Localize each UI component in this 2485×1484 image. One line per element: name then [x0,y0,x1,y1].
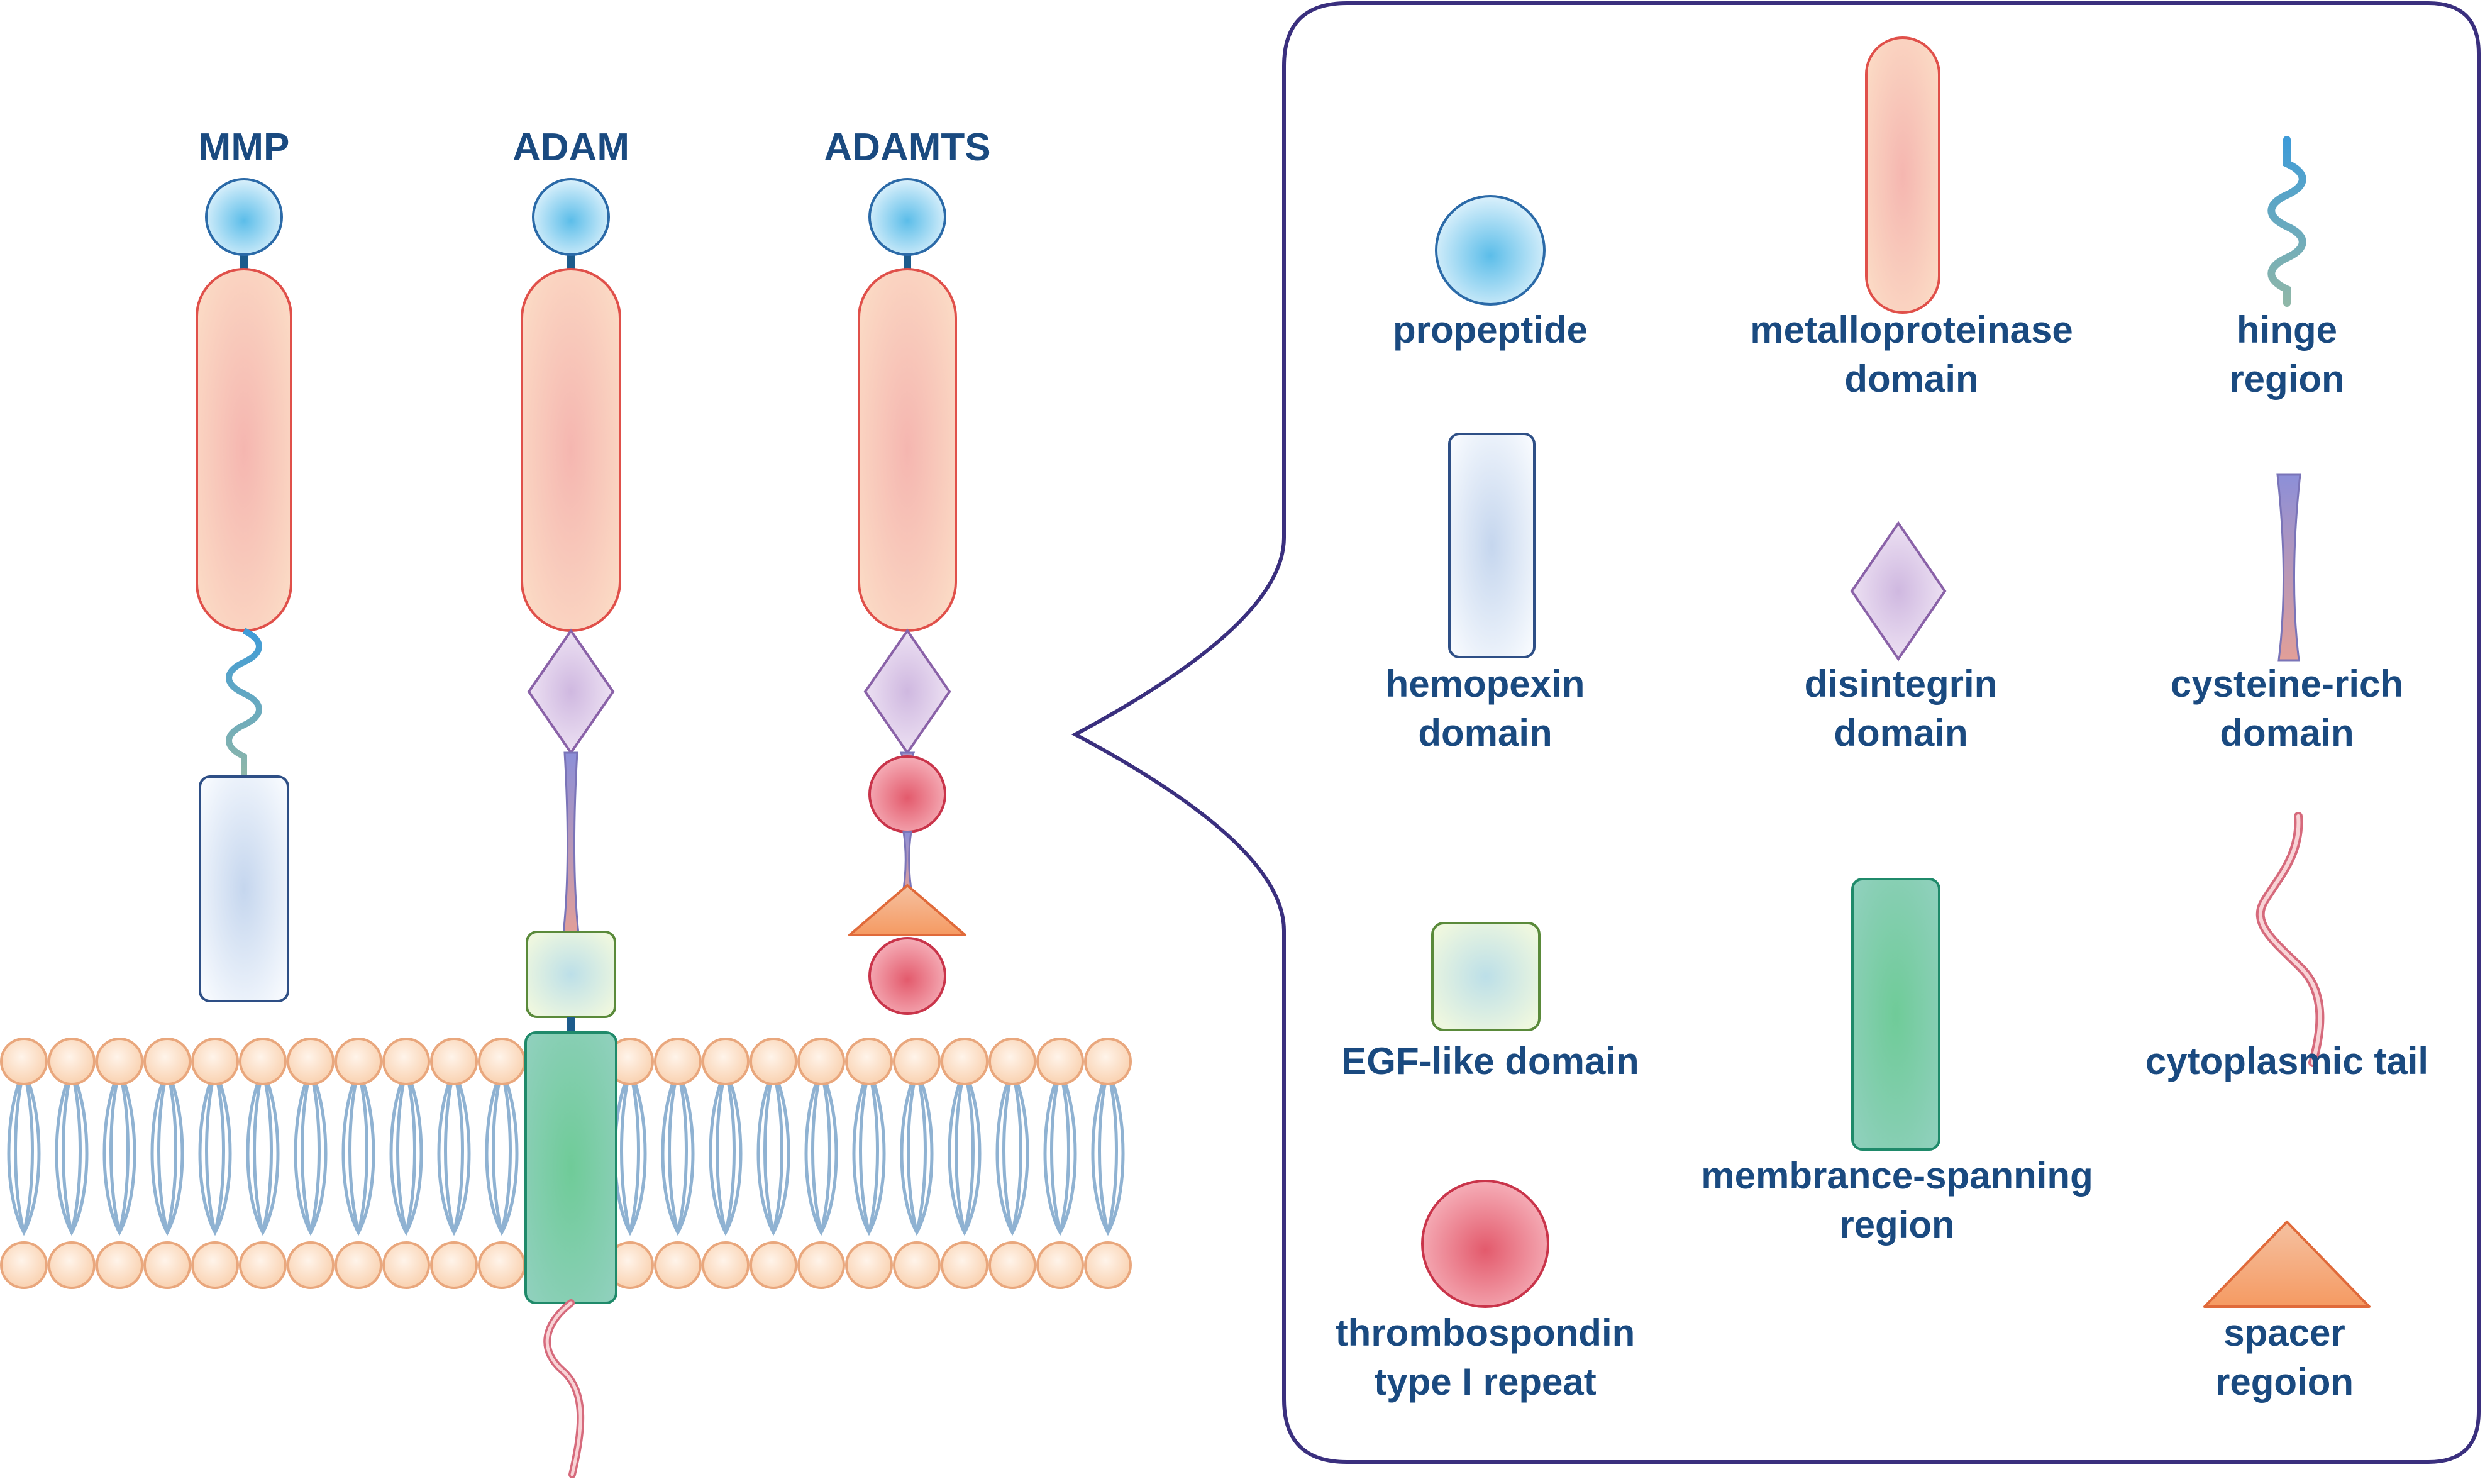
legend-metalloproteinase-icon [1865,36,1940,314]
adamts-disintegrin-domain [863,628,951,755]
adam-structure [521,178,621,1478]
legend-disintegrin-label-2: domain [1834,712,1968,754]
legend-spacer-icon [2203,1221,2371,1308]
legend-cytoplasmic-tail-label: cytoplasmic tail [2145,1040,2428,1082]
legend-spacer-label-1: spacer [2223,1312,2345,1354]
adam-egf-like-domain [526,931,616,1018]
adam-membrane-spanning-region [524,1031,617,1304]
legend-hinge-label-1: hinge [2237,309,2337,351]
legend-hinge-icon [2267,136,2306,307]
legend-membrane-spanning-icon [1851,878,1940,1151]
adam-disintegrin-domain [527,628,615,755]
mmp-propeptide [205,178,283,256]
adamts-thrombospondin-repeat-1 [868,755,946,833]
mmp-metalloproteinase-domain [196,268,292,632]
adam-cysteine-rich-domain [562,751,580,935]
legend-disintegrin-icon [1850,521,1947,662]
adamts-propeptide [868,178,946,256]
legend-metalloproteinase-label-1: metalloproteinase [1750,309,2073,351]
legend-membrane-spanning-label-1: membrance-spanning [1701,1155,2093,1197]
mmp-structure [196,178,292,1002]
legend-propeptide-icon [1435,195,1546,306]
legend-cysteine-rich-icon [2276,473,2301,662]
legend-egf-like-label: EGF-like domain [1341,1040,1639,1082]
legend-cysteine-rich-label-2: domain [2220,712,2354,754]
legend [1421,36,2371,1308]
legend-hinge-label-2: region [2229,358,2344,400]
adamts-structure [848,178,966,1015]
title-adam: ADAM [512,126,629,169]
legend-thrombospondin-label-1: thrombospondin [1336,1312,1635,1354]
legend-egf-like-icon [1431,922,1541,1031]
legend-thrombospondin-label-2: type I repeat [1374,1361,1596,1403]
legend-spacer-label-2: regoion [2215,1361,2354,1403]
legend-thrombospondin-icon [1421,1180,1549,1308]
adam-metalloproteinase-domain [521,268,621,632]
legend-cysteine-rich-label-1: cysteine-rich [2171,663,2403,705]
legend-propeptide-label: propeptide [1393,309,1588,351]
legend-metalloproteinase-label-2: domain [1844,358,1978,400]
legend-hemopexin-icon [1448,433,1536,658]
legend-disintegrin-label-1: disintegrin [1805,663,1998,705]
adamts-spacer-region [848,884,966,936]
title-adamts: ADAMTS [824,126,990,169]
legend-hemopexin-label-1: hemopexin [1386,663,1585,705]
legend-callout-border [1071,1,2481,1464]
legend-membrane-spanning-label-2: region [1839,1204,1954,1246]
adam-propeptide [532,178,610,256]
adamts-thrombospondin-repeat-2 [868,937,946,1015]
legend-hemopexin-label-2: domain [1418,712,1552,754]
mmp-hemopexin-domain [199,775,289,1002]
mmp-hinge-region [226,628,262,777]
adamts-metalloproteinase-domain [858,268,957,632]
title-mmp: MMP [199,126,290,169]
